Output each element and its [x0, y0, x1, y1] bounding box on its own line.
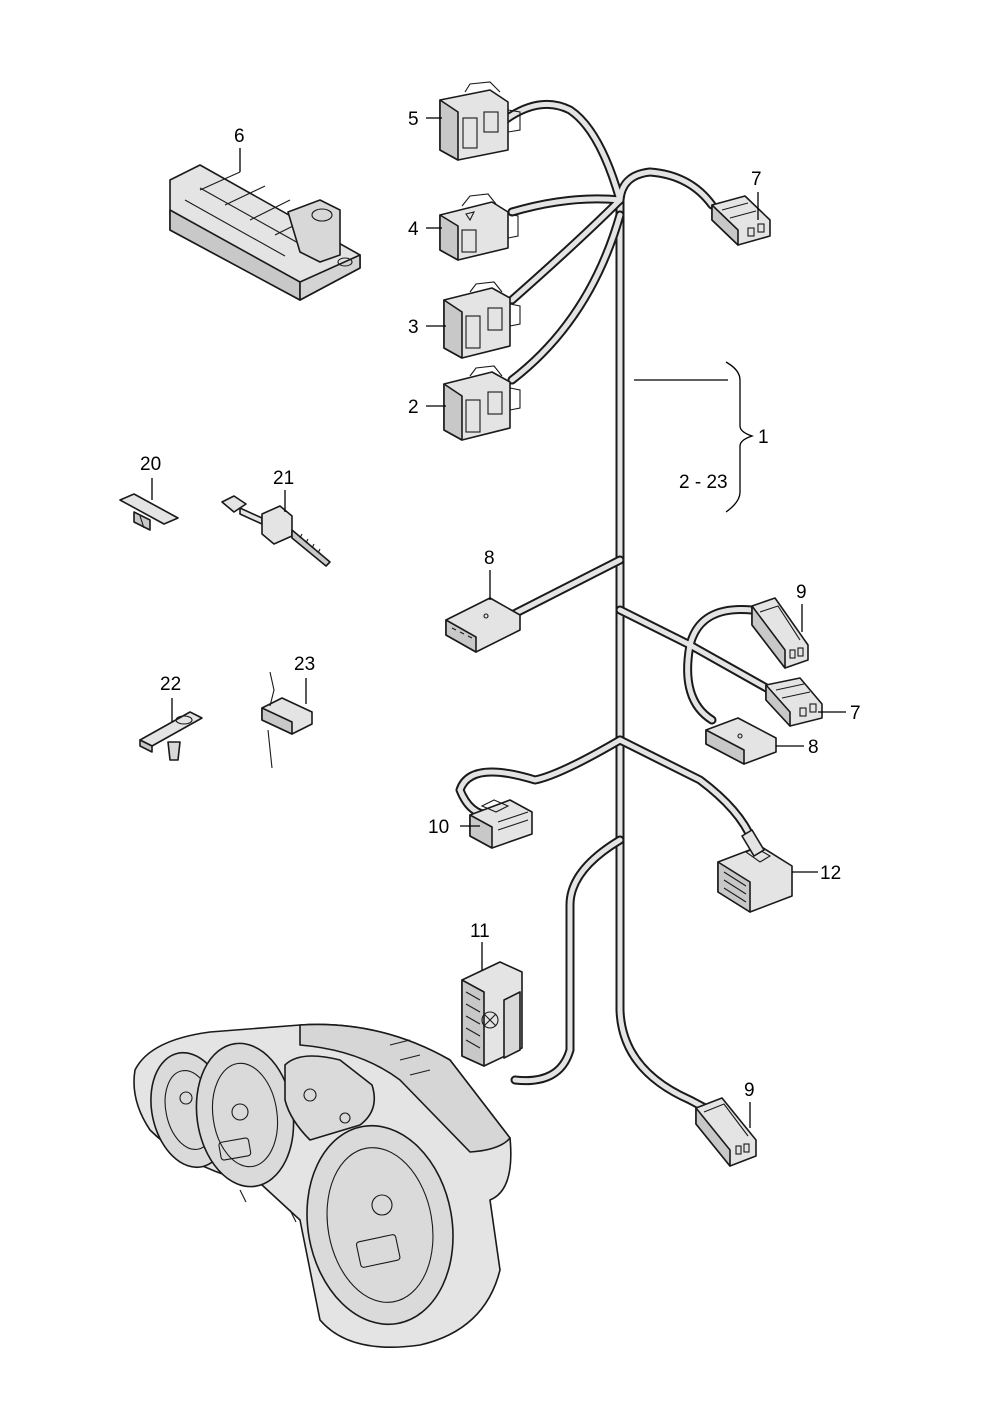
harness-branches-core [457, 101, 773, 1084]
harness-trunk [615, 195, 710, 1113]
connector-2 [443, 365, 521, 441]
callout-3: 3 [408, 317, 419, 338]
clip-22 [139, 711, 203, 761]
connector-7-middle [765, 677, 823, 727]
callout-2: 2 [408, 397, 419, 418]
callout-4: 4 [408, 219, 419, 240]
connector-11 [461, 961, 523, 1067]
callout-range: 2 - 23 [679, 472, 728, 493]
connector-9-lower [695, 1097, 757, 1167]
callout-labels: 5 4 3 2 6 7 1 2 - 23 8 9 7 8 10 12 11 9 … [140, 109, 861, 1101]
callout-20: 20 [140, 454, 161, 475]
connector-8-right [705, 717, 777, 765]
connector-12 [717, 829, 793, 913]
connector-4 [439, 193, 519, 261]
callout-6: 6 [234, 126, 245, 147]
connector-10 [469, 799, 533, 849]
cable-tie-21 [221, 495, 331, 567]
callout-23: 23 [294, 654, 315, 675]
callout-9-lower: 9 [744, 1080, 755, 1101]
relay-holder-6 [169, 164, 361, 301]
callout-10: 10 [428, 817, 449, 838]
instrument-cluster [133, 1023, 512, 1348]
connector-9-upper [751, 597, 809, 669]
callout-12: 12 [820, 863, 841, 884]
callout-7-middle: 7 [850, 703, 861, 724]
callout-21: 21 [273, 468, 294, 489]
callout-22: 22 [160, 674, 181, 695]
connector-7-top [711, 195, 771, 246]
callout-9-upper: 9 [796, 582, 807, 603]
clip-20 [119, 493, 179, 531]
callout-8-left: 8 [484, 548, 495, 569]
wiring-harness [455, 99, 775, 1113]
callout-5: 5 [408, 109, 419, 130]
callout-7-top: 7 [751, 169, 762, 190]
connector-5 [439, 81, 521, 161]
callout-1: 1 [758, 427, 769, 448]
callout-8-right: 8 [808, 737, 819, 758]
bracket-23 [261, 671, 313, 769]
harness-branches-outline [455, 99, 775, 1086]
callout-11: 11 [470, 921, 490, 942]
connector-3 [443, 281, 521, 359]
connector-8-left [445, 597, 521, 653]
leader-lines [151, 117, 846, 1128]
